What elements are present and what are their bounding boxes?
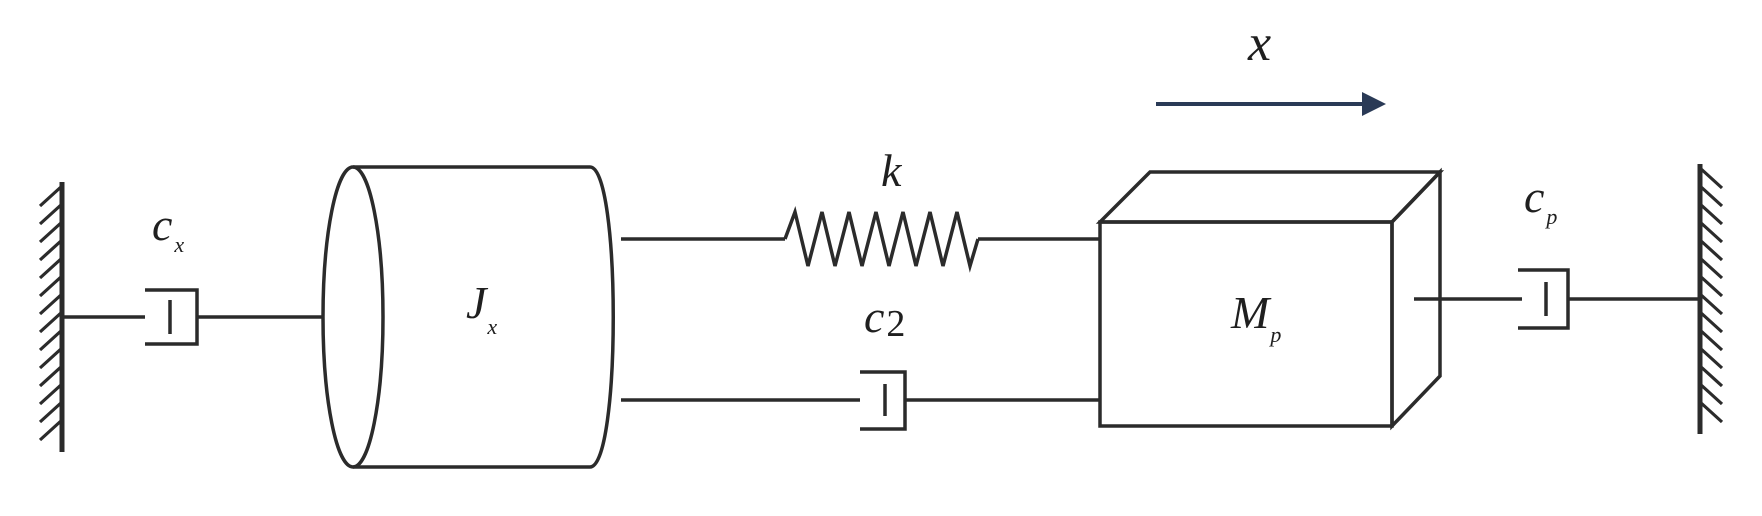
hatch-line	[1698, 382, 1724, 406]
hatch-line	[38, 238, 64, 262]
hatch-line	[38, 382, 64, 406]
hatch-line	[38, 256, 64, 280]
hatch-line	[38, 184, 64, 208]
hatch-line	[1698, 328, 1724, 352]
hatch-line	[1698, 364, 1724, 388]
hatch-line	[1698, 202, 1724, 226]
hatch-line	[38, 292, 64, 316]
displacement-arrow	[1156, 92, 1386, 116]
left-wall-hatching	[38, 184, 64, 442]
left-damper	[62, 288, 322, 346]
right-wall-hatching	[1698, 166, 1724, 424]
hatch-line	[1698, 238, 1724, 262]
hatch-line	[38, 220, 64, 244]
mass-label: Mp	[1230, 287, 1281, 347]
left-damper-label: cx	[152, 199, 184, 257]
inertia-cylinder	[321, 165, 615, 469]
hatch-line	[38, 274, 64, 298]
hatch-line	[38, 346, 64, 370]
middle-damper-label: c2	[864, 291, 905, 345]
hatch-line	[1698, 310, 1724, 334]
hatch-line	[1698, 184, 1724, 208]
spring-stiffness-label: k	[881, 145, 903, 196]
displacement-label: x	[1247, 15, 1271, 72]
mass-block	[1095, 167, 1445, 431]
inertia-label: Jx	[466, 277, 497, 339]
hatch-line	[1698, 220, 1724, 244]
right-damper	[1414, 268, 1700, 330]
hatch-line	[1698, 292, 1724, 316]
right-fixed-wall	[1697, 164, 1724, 434]
hatch-line	[1698, 274, 1724, 298]
spring	[621, 206, 1100, 273]
right-damper-label: cp	[1524, 171, 1557, 229]
hatch-line	[38, 364, 64, 388]
hatch-line	[1698, 166, 1724, 190]
hatch-line	[38, 400, 64, 424]
hatch-line	[1698, 346, 1724, 370]
hatch-line	[1698, 400, 1724, 424]
hatch-line	[1698, 256, 1724, 280]
hatch-line	[38, 418, 64, 442]
hatch-line	[38, 328, 64, 352]
left-fixed-wall	[38, 182, 65, 452]
middle-damper	[621, 370, 1100, 431]
hatch-line	[38, 310, 64, 334]
hatch-line	[38, 202, 64, 226]
